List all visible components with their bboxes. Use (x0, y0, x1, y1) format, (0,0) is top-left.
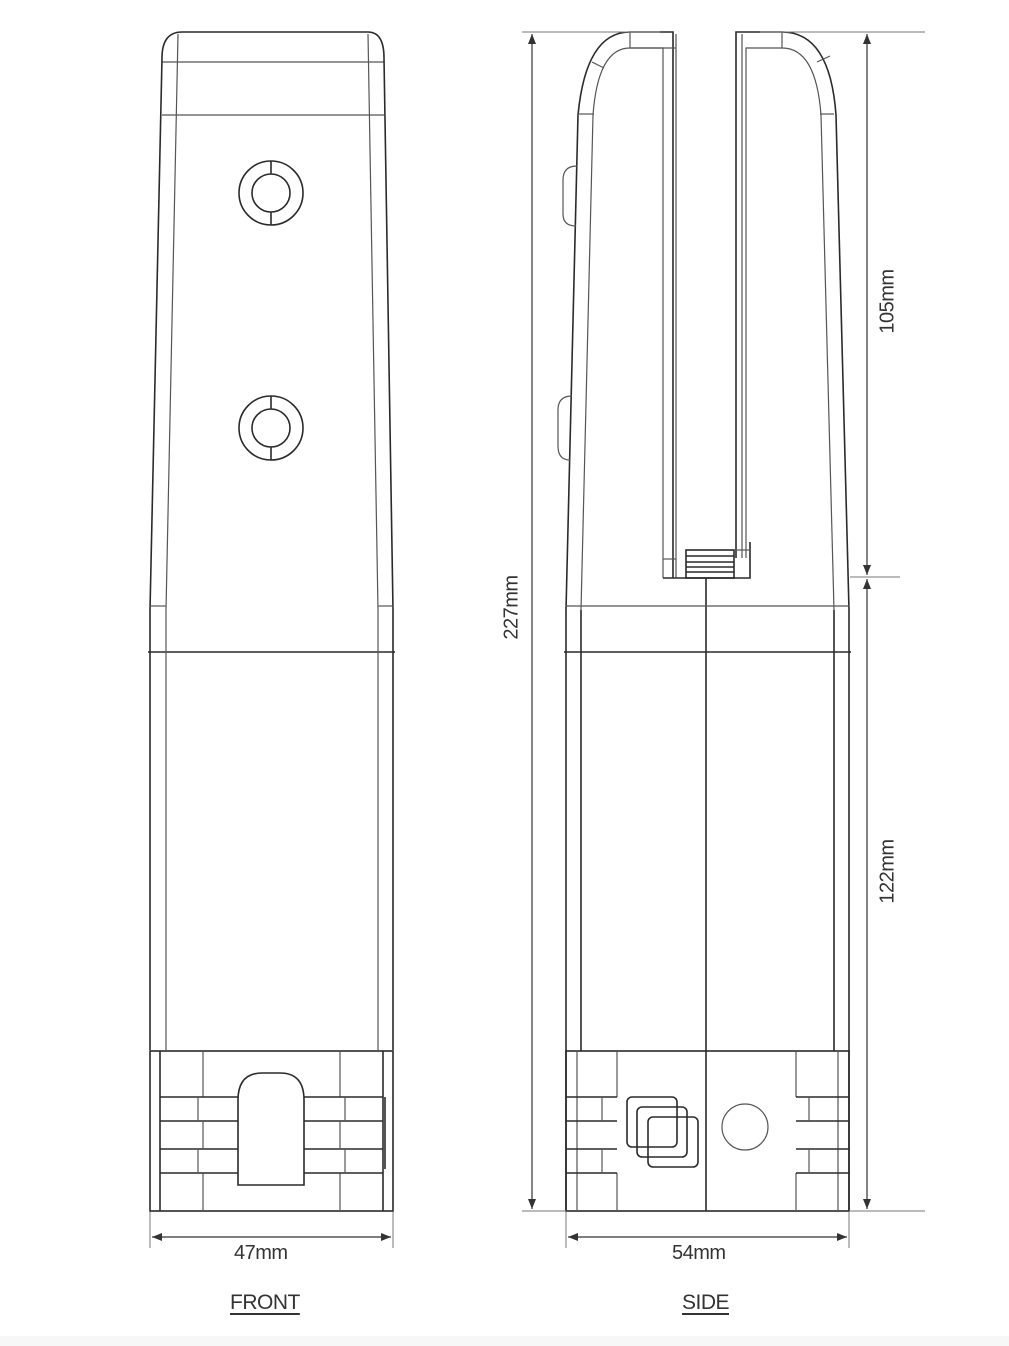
front-base (149, 1050, 394, 1212)
front-view (148, 31, 395, 1248)
bottom-band (0, 1336, 1009, 1346)
side-view (522, 31, 925, 1248)
grub-screw-icon (626, 1096, 699, 1168)
gasket-icon (685, 549, 735, 579)
mounting-hole-icon (238, 160, 304, 226)
side-view-title: SIDE (682, 1291, 730, 1314)
front-width-label: 47mm (234, 1242, 288, 1264)
lower-height-label: 122mm (876, 839, 899, 904)
total-height-label: 227mm (500, 575, 523, 640)
side-width-label: 54mm (672, 1242, 726, 1264)
base-hole-icon (721, 1103, 769, 1151)
side-base (565, 1050, 850, 1212)
front-view-title: FRONT (230, 1291, 300, 1314)
mounting-hole-icon (238, 395, 304, 461)
upper-height-label: 105mm (876, 269, 899, 334)
